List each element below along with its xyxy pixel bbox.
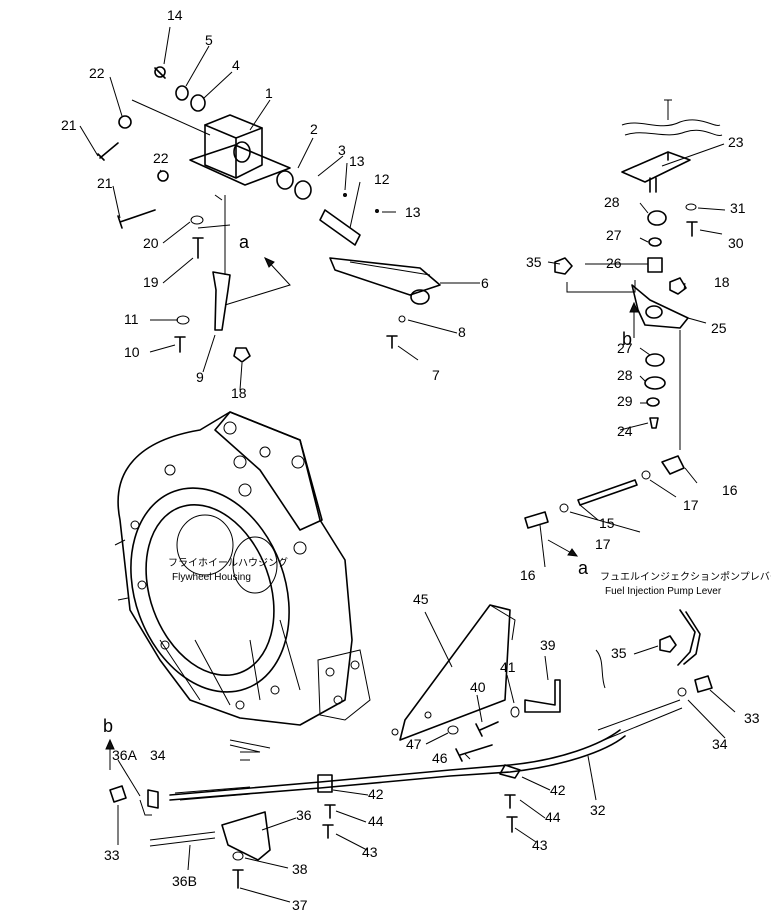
flywheel-housing: フライホイールハウジング Flywheel Housing xyxy=(114,411,371,753)
callout-29: 29 xyxy=(617,393,633,409)
callout-35-upper: 35 xyxy=(526,254,542,270)
leader-lines xyxy=(79,26,736,903)
callout-4: 4 xyxy=(232,57,240,73)
callout-41: 41 xyxy=(500,659,516,675)
callout-2: 2 xyxy=(310,121,318,137)
callout-42-left: 42 xyxy=(368,786,384,802)
flywheel-housing-en-label: Flywheel Housing xyxy=(172,572,251,583)
callout-43-right: 43 xyxy=(532,837,548,853)
callout-5: 5 xyxy=(205,32,213,48)
callout-44-right: 44 xyxy=(545,809,561,825)
callout-40: 40 xyxy=(470,679,486,695)
fuel-lever-en-label: Fuel Injection Pump Lever xyxy=(605,586,722,597)
callout-47: 47 xyxy=(406,736,422,752)
callout-14: 14 xyxy=(167,7,183,23)
callout-35-lower: 35 xyxy=(611,645,627,661)
callout-27-upper: 27 xyxy=(606,227,622,243)
callout-36: 36 xyxy=(296,807,312,823)
callout-12: 12 xyxy=(374,171,390,187)
callout-21-lower: 21 xyxy=(97,175,113,191)
callout-7: 7 xyxy=(432,367,440,383)
callout-38: 38 xyxy=(292,861,308,877)
callout-13-upper: 13 xyxy=(349,153,365,169)
callout-43-left: 43 xyxy=(362,844,378,860)
fuel-lever-jp-label: フュエルインジェクションポンプレバー xyxy=(600,571,771,583)
callout-32: 32 xyxy=(590,802,606,818)
callout-28-lower: 28 xyxy=(617,367,633,383)
fuel-injection-pump-lever: フュエルインジェクションポンプレバー Fuel Injection Pump L… xyxy=(595,571,771,689)
callout-39: 39 xyxy=(540,637,556,653)
callout-3: 3 xyxy=(338,142,346,158)
ref-a-upper-label: a xyxy=(239,232,250,252)
callout-23: 23 xyxy=(728,134,744,150)
cable-assembly xyxy=(109,604,713,889)
lever-assembly xyxy=(524,99,723,529)
callout-17-lower: 17 xyxy=(595,536,611,552)
callout-16-lower: 16 xyxy=(520,567,536,583)
callouts: 1 2 3 4 5 6 7 8 9 10 11 12 13 13 14 15 1… xyxy=(61,7,760,912)
callout-18-left: 18 xyxy=(231,385,247,401)
callout-16-upper: 16 xyxy=(722,482,738,498)
reference-b-lower: b xyxy=(103,716,115,770)
reference-b-right: b xyxy=(622,301,639,349)
reference-a-upper: a xyxy=(224,232,291,306)
callout-22-upper: 22 xyxy=(89,65,105,81)
callout-19: 19 xyxy=(143,274,159,290)
callout-22-lower: 22 xyxy=(153,150,169,166)
callout-45: 45 xyxy=(413,591,429,607)
bracket-assembly xyxy=(97,66,441,363)
callout-8: 8 xyxy=(458,324,466,340)
callout-34-left: 34 xyxy=(150,747,166,763)
callout-30: 30 xyxy=(728,235,744,251)
callout-46: 46 xyxy=(432,750,448,766)
ref-a-lower-label: a xyxy=(578,558,589,578)
callout-15: 15 xyxy=(599,515,615,531)
callout-33-right: 33 xyxy=(744,710,760,726)
callout-13-lower: 13 xyxy=(405,204,421,220)
callout-11: 11 xyxy=(124,311,139,327)
reference-a-lower: a xyxy=(547,539,589,578)
callout-42-right: 42 xyxy=(550,782,566,798)
callout-18-right: 18 xyxy=(714,274,730,290)
callout-36A: 36A xyxy=(112,747,138,763)
ref-b-lower-label: b xyxy=(103,716,113,736)
callout-24: 24 xyxy=(617,423,633,439)
callout-25: 25 xyxy=(711,320,727,336)
ref-b-right-label: b xyxy=(622,329,632,349)
callout-20: 20 xyxy=(143,235,159,251)
callout-44-left: 44 xyxy=(368,813,384,829)
callout-26: 26 xyxy=(606,255,622,271)
callout-6: 6 xyxy=(481,275,489,291)
callout-1: 1 xyxy=(265,85,273,101)
callout-9: 9 xyxy=(196,369,204,385)
callout-27-lower: 27 xyxy=(617,340,633,356)
callout-10: 10 xyxy=(124,344,140,360)
callout-34-right: 34 xyxy=(712,736,728,752)
flywheel-housing-jp-label: フライホイールハウジング xyxy=(168,556,288,569)
callout-28-upper: 28 xyxy=(604,194,620,210)
callout-21-upper: 21 xyxy=(61,117,77,133)
callout-33-left: 33 xyxy=(104,847,120,863)
callout-36B: 36B xyxy=(172,873,197,889)
callout-17-upper: 17 xyxy=(683,497,699,513)
callout-37: 37 xyxy=(292,897,308,912)
callout-31: 31 xyxy=(730,200,746,216)
